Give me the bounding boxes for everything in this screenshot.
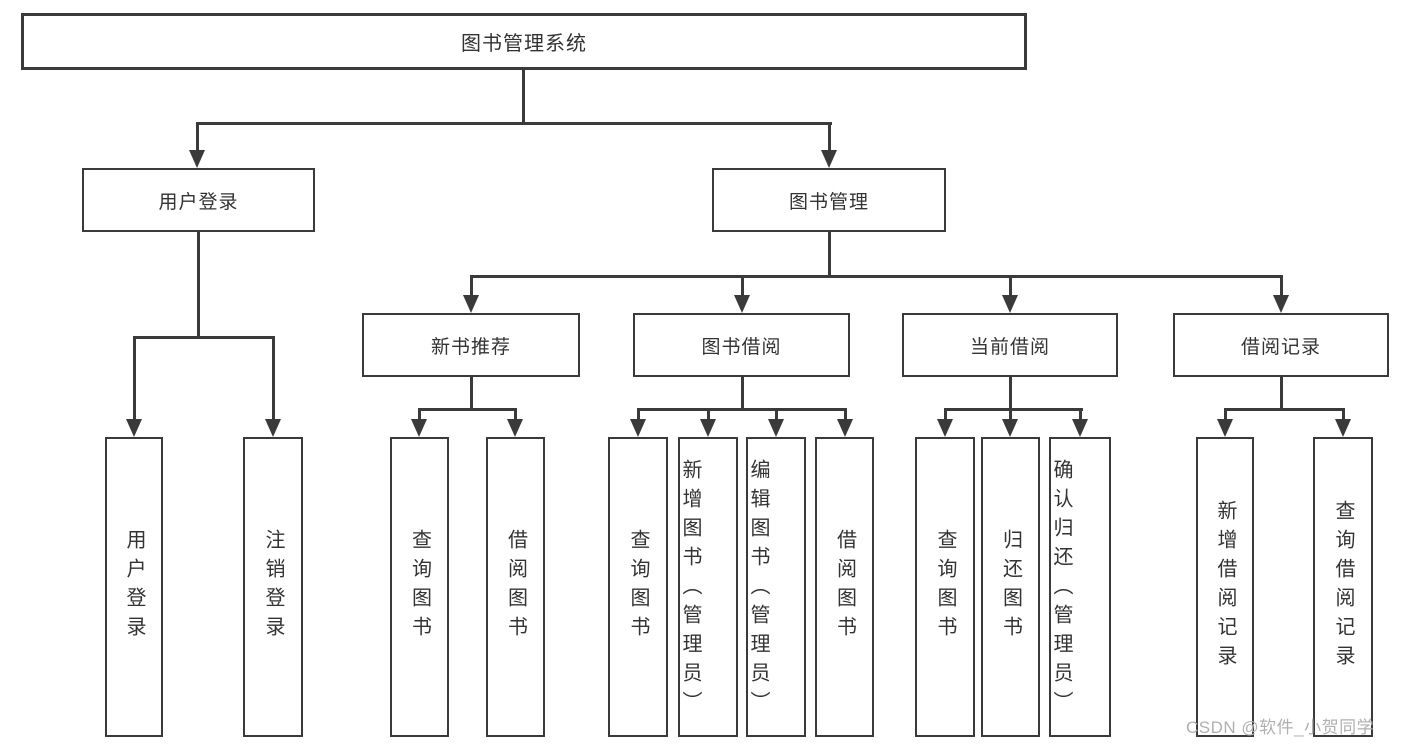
node-confirm-return-admin: 确认归还（管理员） (1049, 437, 1111, 737)
connector-line (133, 339, 136, 419)
connector-line (1009, 278, 1012, 295)
arrowhead-down-icon (1072, 419, 1088, 437)
node-new-book-recommend: 新书推荐 (362, 313, 580, 377)
node-label: 注销登录 (262, 529, 284, 645)
node-label: 借阅图书 (504, 529, 527, 645)
connector-line (1079, 411, 1082, 419)
arrowhead-down-icon (507, 419, 523, 437)
connector-line (1342, 411, 1345, 419)
node-label: 归还图书 (999, 529, 1022, 645)
csdn-watermark: CSDN @软件_小贺同学 (1186, 718, 1375, 737)
connector-line (470, 275, 1283, 278)
node-add-borrow-record: 新增借阅记录 (1196, 437, 1254, 737)
node-label: 新增借阅记录 (1214, 500, 1236, 674)
node-book-borrowing: 图书借阅 (633, 313, 850, 377)
node-label: 新增图书（管理员） (679, 459, 701, 720)
node-label: 查询图书 (934, 529, 956, 645)
node-user-login: 用户登录 (82, 168, 315, 232)
connector-line (470, 377, 473, 411)
connector-line (470, 278, 473, 295)
node-book-management: 图书管理 (712, 168, 946, 232)
node-label: 借阅记录 (1240, 336, 1321, 358)
connector-line (944, 411, 947, 419)
arrowhead-down-icon (1335, 419, 1351, 437)
node-label: 确认归还（管理员） (1050, 459, 1072, 720)
node-label: 用户登录 (123, 529, 145, 645)
arrowhead-down-icon (1217, 419, 1233, 437)
node-label: 借阅图书 (833, 529, 856, 645)
arrowhead-down-icon (1273, 295, 1289, 313)
connector-line (1280, 377, 1283, 411)
node-add-book-admin: 新增图书（管理员） (678, 437, 738, 737)
arrowhead-down-icon (189, 150, 205, 168)
connector-line (1224, 411, 1227, 419)
connector-line (775, 411, 778, 419)
node-library-system: 图书管理系统 (21, 13, 1027, 70)
connector-line (828, 232, 831, 278)
connector-line (637, 408, 847, 411)
node-label: 查询图书 (408, 529, 431, 645)
node-label: 新书推荐 (430, 336, 511, 358)
connector-line (514, 411, 517, 419)
node-query-books-borrowing: 查询图书 (608, 437, 668, 737)
connector-line (828, 125, 831, 150)
arrowhead-down-icon (463, 295, 479, 313)
connector-line (637, 411, 640, 419)
connector-line (418, 411, 421, 419)
node-borrow-books-borrowing: 借阅图书 (815, 437, 874, 737)
connector-line (522, 70, 525, 125)
connector-line (196, 125, 199, 150)
connector-line (1224, 408, 1345, 411)
node-edit-book-admin: 编辑图书（管理员） (746, 437, 806, 737)
node-query-borrow-record: 查询借阅记录 (1313, 437, 1373, 737)
arrowhead-down-icon (768, 419, 784, 437)
node-label: 当前借阅 (969, 336, 1050, 358)
connector-line (741, 377, 744, 411)
node-borrowing-records: 借阅记录 (1173, 313, 1389, 377)
connector-line (133, 336, 275, 339)
node-logout: 注销登录 (243, 437, 303, 737)
node-label: 图书借阅 (701, 336, 782, 358)
node-label: 查询图书 (627, 529, 649, 645)
node-return-book: 归还图书 (981, 437, 1040, 737)
connector-line (1280, 278, 1283, 295)
node-query-books-current: 查询图书 (915, 437, 975, 737)
connector-line (272, 339, 275, 419)
connector-line (197, 232, 200, 339)
arrowhead-down-icon (937, 419, 953, 437)
connector-line (1009, 411, 1012, 419)
node-query-books-recommend: 查询图书 (390, 437, 449, 737)
connector-line (196, 122, 832, 125)
node-borrow-books-recommend: 借阅图书 (486, 437, 545, 737)
arrowhead-down-icon (1002, 295, 1018, 313)
arrowhead-down-icon (411, 419, 427, 437)
connector-line (707, 411, 710, 419)
connector-line (844, 411, 847, 419)
node-user-login-leaf: 用户登录 (105, 437, 163, 737)
connector-line (741, 278, 744, 295)
arrowhead-down-icon (1002, 419, 1018, 437)
arrowhead-down-icon (734, 295, 750, 313)
arrowhead-down-icon (700, 419, 716, 437)
node-label: 查询借阅记录 (1332, 500, 1354, 674)
node-label: 图书管理系统 (461, 33, 587, 55)
connector-line (944, 408, 1083, 411)
arrowhead-down-icon (821, 150, 837, 168)
connector-line (418, 408, 517, 411)
arrowhead-down-icon (126, 419, 142, 437)
node-label: 用户登录 (158, 191, 239, 213)
node-label: 编辑图书（管理员） (747, 459, 769, 720)
arrowhead-down-icon (837, 419, 853, 437)
node-label: 图书管理 (788, 191, 869, 213)
node-current-borrowing: 当前借阅 (902, 313, 1118, 377)
arrowhead-down-icon (630, 419, 646, 437)
arrowhead-down-icon (265, 419, 281, 437)
connector-line (1009, 377, 1012, 411)
